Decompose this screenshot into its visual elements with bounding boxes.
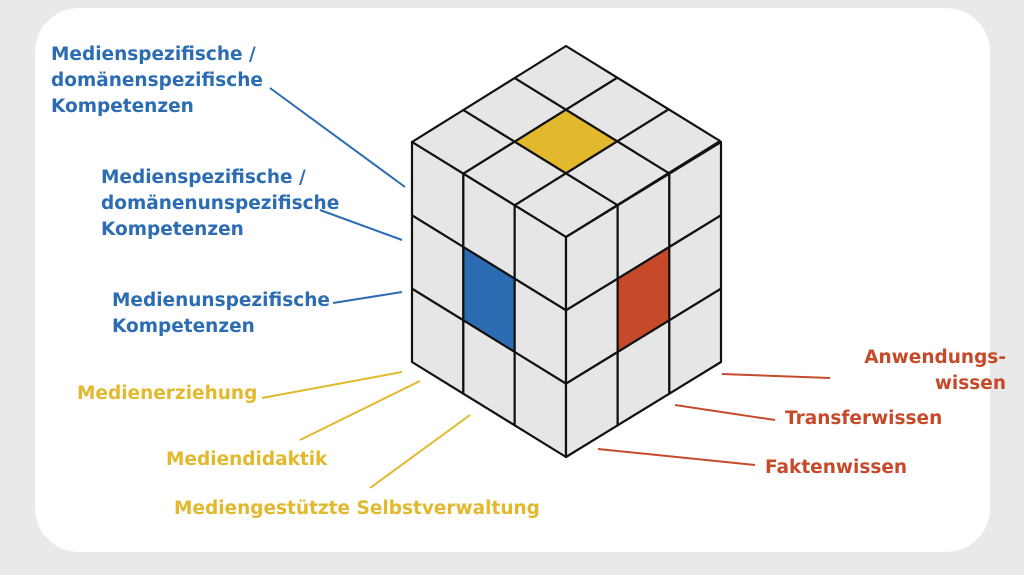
leader-medienspezifische-domaenenunspezifische: [319, 209, 403, 241]
label-faktenwissen: Faktenwissen: [765, 457, 908, 478]
label-medienerziehung: Medienerziehung: [77, 383, 258, 404]
leader-medienerziehung: [261, 371, 403, 399]
label-anwendungswissen: Anwendungs-wissen: [864, 347, 1006, 394]
leader-mediendidaktik: [299, 380, 421, 441]
label-transferwissen: Transferwissen: [785, 408, 943, 429]
leader-anwendungswissen: [721, 373, 831, 379]
leader-medienspezifische-domaenenspezifische: [269, 87, 406, 188]
right-face-cell: [668, 287, 723, 395]
label-mediengestuetzte-selbstverwaltung: Mediengestützte Selbstverwaltung: [174, 498, 540, 519]
leader-selbstverwaltung: [369, 414, 471, 489]
leader-faktenwissen: [597, 448, 756, 466]
leader-medienunspezifische: [332, 291, 403, 304]
leader-transferwissen: [674, 404, 776, 421]
top-face-cell: [616, 108, 722, 175]
label-mediendidaktik: Mediendidaktik: [166, 449, 328, 470]
